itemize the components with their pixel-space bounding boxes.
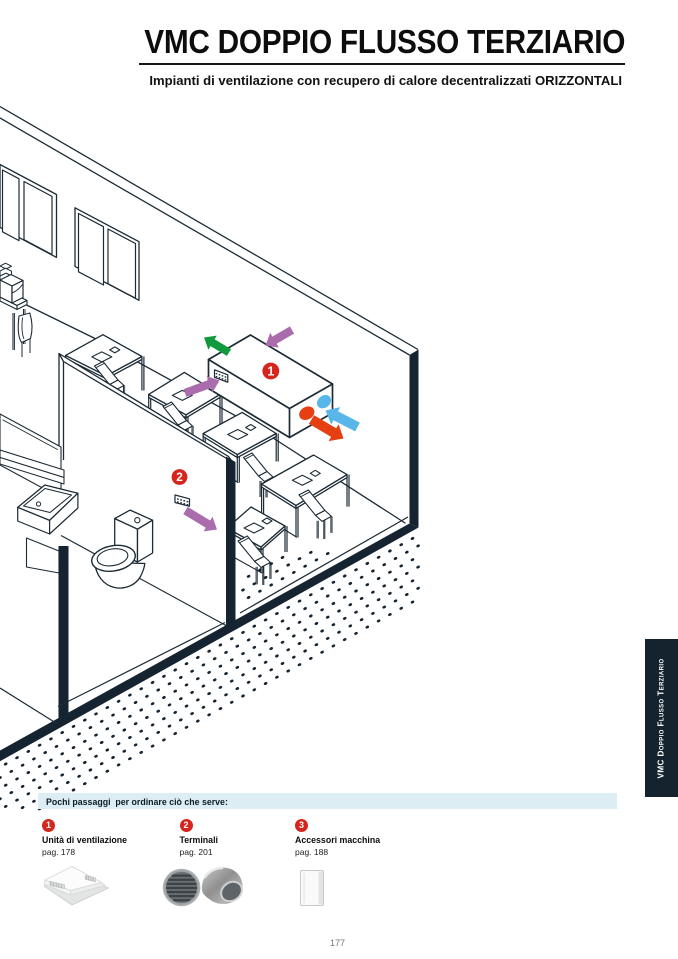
svg-text:1: 1 bbox=[267, 364, 274, 378]
svg-text:2: 2 bbox=[176, 470, 183, 484]
